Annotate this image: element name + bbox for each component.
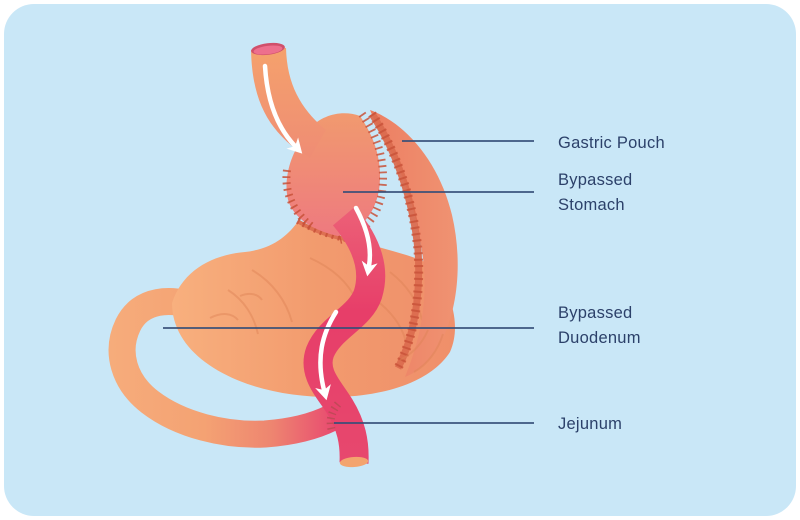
jejunum-junction-staples: [326, 401, 342, 433]
flow-arrows: [262, 63, 378, 401]
label-bypassed-stomach: Bypassed Stomach: [558, 168, 632, 218]
pouch-left-staples: [282, 169, 314, 230]
label-jejunum-text: Jejunum: [558, 415, 623, 433]
connector-lines: [163, 140, 534, 424]
bypassed-stomach-flap: [370, 110, 458, 377]
flap-staples: [368, 111, 424, 371]
label-bypassed-duodenum-line2: Duodenum: [558, 329, 641, 347]
label-gastric-pouch-text: Gastric Pouch: [558, 134, 665, 152]
stomach-ridge-staples: [295, 216, 354, 243]
label-bypassed-stomach-line1: Bypassed: [558, 171, 633, 189]
esophagus-shape: [251, 48, 326, 158]
flow-arrow-pouch-outlet: [353, 205, 378, 277]
esophagus-opening: [253, 45, 283, 55]
flow-arrow-esophagus: [262, 63, 303, 154]
label-bypassed-duodenum-line1: Bypassed: [558, 304, 633, 322]
flow-arrow-jejunum: [315, 309, 339, 401]
label-bypassed-duodenum: Bypassed Duodenum: [558, 301, 641, 351]
bypassed-duodenum-shape: [108, 288, 345, 448]
jejunum-cut-opening: [339, 456, 369, 468]
label-jejunum: Jejunum: [558, 412, 622, 437]
label-gastric-pouch: Gastric Pouch: [558, 131, 665, 156]
flap-texture-lines: [399, 329, 444, 373]
label-bypassed-stomach-line2: Stomach: [558, 196, 625, 214]
